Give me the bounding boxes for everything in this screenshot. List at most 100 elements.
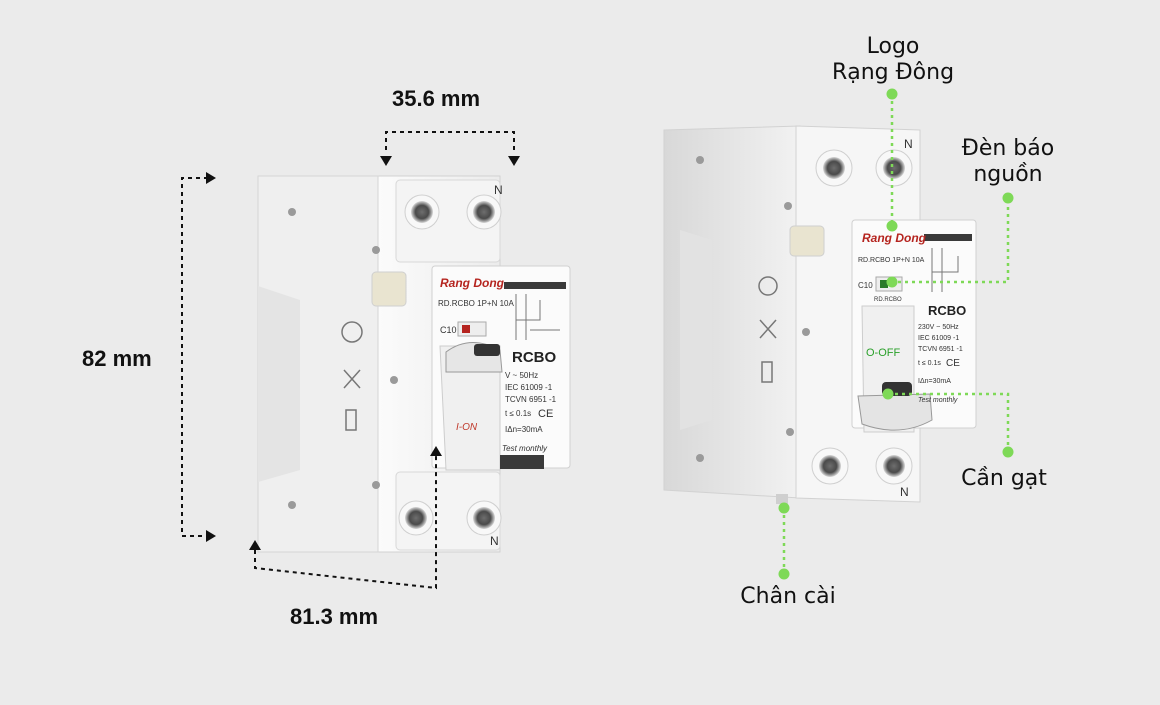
- brand-logo: Rang Dong: [440, 276, 505, 290]
- test-button[interactable]: [500, 455, 544, 469]
- test-monthly-text: Test monthly: [918, 397, 958, 404]
- indicator-lamp-green: [880, 280, 888, 288]
- voltage-text: 230V ~ 50Hz: [918, 324, 959, 331]
- weee-bin-icon: [759, 319, 777, 339]
- bottom-terminal-screw-2: [473, 507, 495, 529]
- clip-callout: Chân cài: [740, 584, 836, 609]
- certification-icon: [758, 276, 778, 296]
- width-dimension-label: 35.6 mm: [392, 86, 481, 111]
- angled-top-terminal-screw-2: [883, 157, 905, 179]
- depth-dimension-label: 81.3 mm: [290, 604, 379, 629]
- top-terminal-n-label: N: [904, 137, 913, 151]
- trip-time-text: t ≤ 0.1s: [918, 360, 941, 367]
- type-text: RCBO: [928, 303, 966, 318]
- label-header-bar: [924, 234, 972, 241]
- dimension-lines: [181, 131, 515, 590]
- standard-1-text: IEC 61009 -1: [918, 335, 959, 342]
- mounting-clip: [776, 494, 788, 504]
- arrow-right-icon: [206, 530, 216, 542]
- rivet-icon: [288, 501, 296, 509]
- rivet-icon: [786, 428, 794, 436]
- circuit-diagram: [515, 294, 560, 340]
- breaker-front: Rang Dong RD.RCBO 1P+N 10A C10 I-ON RCBO…: [257, 175, 571, 553]
- circuit-diagram: [931, 248, 959, 292]
- callout-dots: [778, 88, 1014, 580]
- ce-mark: CE: [538, 408, 553, 420]
- callout-dot: [778, 568, 790, 580]
- rivet-icon: [390, 376, 398, 384]
- rivet-icon: [696, 454, 704, 462]
- callout-dot: [882, 388, 894, 400]
- standard-2-text: TCVN 6951 -1: [918, 346, 963, 353]
- lever-callout: Cần gạt: [961, 466, 1047, 491]
- residual-current-text: IΔn=30mA: [918, 378, 951, 385]
- bottom-terminal-n-label: N: [900, 485, 909, 499]
- logo-callout-line-1: Logo: [866, 34, 920, 59]
- test-monthly-text: Test monthly: [502, 444, 548, 453]
- power-lamp-callout: Đèn báo nguồn: [950, 136, 1066, 188]
- lever-state-text: O-OFF: [866, 347, 900, 359]
- callout-dot: [1002, 446, 1014, 458]
- callout-leaders: [782, 94, 1010, 574]
- trip-time-text: t ≤ 0.1s: [505, 409, 531, 418]
- wiring-symbol-icon: [761, 361, 773, 383]
- logo-callout-line-2: Rạng Đông: [831, 60, 955, 85]
- callout-dot: [886, 88, 898, 100]
- brand-logo: Rang Dong: [862, 231, 927, 245]
- ce-mark: CE: [946, 358, 960, 369]
- callout-dot: [1002, 192, 1014, 204]
- angled-bottom-terminal-screw-1: [819, 455, 841, 477]
- height-dimension-line: [181, 177, 208, 537]
- rivet-icon: [784, 202, 792, 210]
- residual-current-text: IΔn=30mA: [505, 425, 543, 434]
- rivet-icon: [288, 208, 296, 216]
- power-lamp-callout-line-2: nguồn: [973, 162, 1043, 187]
- angled-bottom-terminal-screw-2: [883, 455, 905, 477]
- lever-tip: [474, 344, 500, 356]
- din-rail-recess: [680, 230, 712, 430]
- arrow-up-icon: [430, 446, 442, 456]
- weee-bin-icon: [343, 369, 361, 389]
- indicator-window: [371, 271, 407, 307]
- rivet-icon: [802, 328, 810, 336]
- top-terminal-n-label: N: [494, 183, 503, 197]
- lever-toggle[interactable]: [857, 393, 933, 431]
- arrow-down-icon: [380, 156, 392, 166]
- logo-callout: Logo Rạng Đông: [822, 34, 964, 86]
- type-text: RCBO: [512, 349, 556, 366]
- bottom-terminal-screw-1: [405, 507, 427, 529]
- rivet-icon: [372, 246, 380, 254]
- top-terminal-screw-2: [473, 201, 495, 223]
- callout-dot: [886, 276, 898, 288]
- rating-text: C10: [858, 281, 873, 290]
- label-header-bar: [504, 282, 566, 289]
- indicator-lamp-red: [462, 325, 470, 333]
- breaker-angled: Rang Dong RD.RCBO 1P+N 10A C10 RD.RCBO O…: [663, 125, 977, 504]
- standard-1-text: IEC 61009 -1: [505, 383, 553, 392]
- standard-2-text: TCVN 6951 -1: [505, 395, 557, 404]
- callout-dot: [886, 220, 898, 232]
- wiring-symbol-icon: [345, 409, 357, 431]
- lever-leader: [890, 392, 1010, 452]
- top-terminal-screw-1: [411, 201, 433, 223]
- indicator-window: [789, 225, 825, 257]
- power-lamp-callout-line-1: Đèn báo: [961, 136, 1055, 161]
- lever-state-text: I-ON: [456, 422, 478, 433]
- width-dimension-line: [385, 131, 515, 150]
- rating-text: C10: [440, 325, 457, 335]
- callout-dot: [778, 502, 790, 514]
- model-text: RD.RCBO 1P+N 10A: [858, 257, 925, 264]
- sub-label-text: RD.RCBO: [874, 297, 902, 303]
- depth-dimension-line: [254, 452, 437, 590]
- din-rail-recess: [258, 286, 300, 482]
- rivet-icon: [696, 156, 704, 164]
- dimension-arrows: [206, 156, 520, 550]
- arrow-down-icon: [508, 156, 520, 166]
- arrow-up-icon: [249, 540, 261, 550]
- bottom-terminal-n-label: N: [490, 534, 499, 548]
- height-dimension-label: 82 mm: [82, 346, 152, 371]
- certification-icon: [341, 321, 363, 343]
- model-text: RD.RCBO 1P+N 10A: [438, 299, 514, 308]
